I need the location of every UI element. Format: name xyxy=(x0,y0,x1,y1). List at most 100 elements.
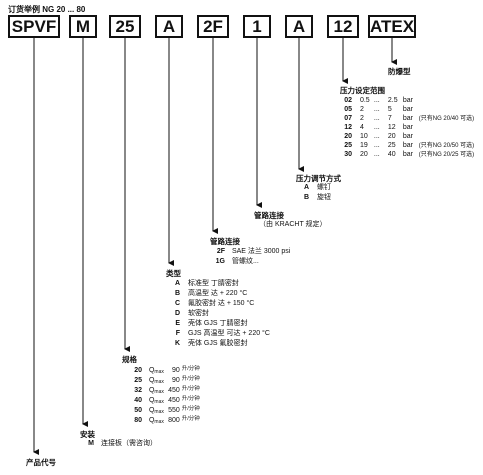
size-row: 25 Qmax 90 升/分钟 xyxy=(130,375,200,387)
pressure-range-row: 05 2 ... 5 bar xyxy=(340,105,419,114)
pressure-range-max: 40 xyxy=(387,151,396,158)
mounting-heading: 安装 xyxy=(80,430,95,439)
size-code: 40 xyxy=(134,397,142,404)
pressure-range-min: 2 xyxy=(359,106,364,113)
pipe-connection-kracht-note: （由 KRACHT 规定） xyxy=(259,221,327,228)
pressure-adjust-row: B 旋钮 xyxy=(301,193,331,202)
mounting-code: M xyxy=(88,440,94,447)
pressure-range-row: 12 4 ... 12 bar xyxy=(340,123,419,132)
size-unit: 升/分钟 xyxy=(181,396,200,402)
pressure-range-unit: bar xyxy=(402,115,413,122)
size-row: 40 Qmax 450 升/分钟 xyxy=(130,395,200,407)
pressure-range-note: (只有NG 20/25 可选) xyxy=(418,152,475,158)
type-desc: 氟胶密封 达 + 150 °C xyxy=(187,300,255,307)
pressure-range-max: 7 xyxy=(387,115,392,122)
type-row: K 壳体 GJS 氟胶密封 xyxy=(172,339,248,348)
pressure-range-unit: bar xyxy=(402,133,413,140)
size-row: 32 Qmax 450 升/分钟 xyxy=(130,385,200,397)
pressure-adjust-code: A xyxy=(303,184,309,191)
type-desc: 壳体 GJS 丁腈密封 xyxy=(187,320,248,327)
pressure-range-sep: ... xyxy=(373,133,380,140)
size-q-sub: max xyxy=(154,399,164,405)
pressure-range-heading: 压力设定范围 xyxy=(340,86,385,95)
type-row: B 高温型 达 + 220 °C xyxy=(172,289,247,298)
pipe-connection-desc: 管螺纹... xyxy=(231,258,259,265)
pressure-range-max: 5 xyxy=(387,106,392,113)
pipe-connection-heading: 管路连接 xyxy=(210,237,240,246)
type-row: F GJS 高温型 可达 + 220 °C xyxy=(172,329,270,338)
pressure-range-min: 0.5 xyxy=(359,97,370,104)
pressure-range-row: 07 2 ... 7 bar (只有NG 20/40 可选) xyxy=(340,114,474,124)
pressure-range-code: 02 xyxy=(344,97,352,104)
size-unit: 升/分钟 xyxy=(181,416,200,422)
type-row: A 标准型 丁腈密封 xyxy=(172,279,239,288)
page-title: 订货举例 NG 20 ... 80 xyxy=(8,5,86,14)
code-box-12: 12 xyxy=(327,15,359,38)
mounting-row: M 连接板（需咨询） xyxy=(86,439,157,448)
pressure-range-sep: ... xyxy=(373,97,380,104)
product-code-heading: 产品代号 xyxy=(26,458,56,467)
pipe-connection-code: 2F xyxy=(216,248,225,255)
size-value: 90 xyxy=(172,367,180,374)
pressure-range-unit: bar xyxy=(402,142,413,149)
size-row: 80 Qmax 800 升/分钟 xyxy=(130,415,200,427)
type-code: K xyxy=(174,340,180,347)
code-box-atex: ATEX xyxy=(368,15,416,38)
pressure-range-row: 02 0.5 ... 2.5 bar xyxy=(340,96,419,105)
code-box-2f: 2F xyxy=(197,15,229,38)
code-box-a2: A xyxy=(285,15,313,38)
type-code: F xyxy=(175,330,180,337)
pipe-connection-kracht-heading: 管路连接 xyxy=(254,211,284,220)
size-q-sub: max xyxy=(154,419,164,425)
type-code: E xyxy=(175,320,180,327)
type-desc: GJS 高温型 可达 + 220 °C xyxy=(187,330,270,337)
type-code: D xyxy=(174,310,180,317)
size-value: 550 xyxy=(168,407,180,414)
pressure-range-code: 30 xyxy=(344,151,352,158)
type-row: D 软密封 xyxy=(172,309,209,318)
type-heading: 类型 xyxy=(166,269,181,278)
pressure-range-sep: ... xyxy=(373,106,380,113)
size-code: 32 xyxy=(134,387,142,394)
type-desc: 标准型 丁腈密封 xyxy=(187,280,239,287)
pressure-range-unit: bar xyxy=(402,97,413,104)
type-code: C xyxy=(174,300,180,307)
pressure-range-sep: ... xyxy=(373,124,380,131)
pressure-range-max: 25 xyxy=(387,142,396,149)
pressure-range-min: 10 xyxy=(359,133,368,140)
size-q-sub: max xyxy=(154,369,164,375)
pipe-connection-code: 1G xyxy=(215,258,225,265)
size-unit: 升/分钟 xyxy=(181,366,200,372)
size-row: 20 Qmax 90 升/分钟 xyxy=(130,365,200,377)
size-code: 25 xyxy=(134,377,142,384)
size-q: Q xyxy=(148,397,155,404)
type-desc: 高温型 达 + 220 °C xyxy=(187,290,248,297)
type-code: A xyxy=(174,280,180,287)
pressure-range-sep: ... xyxy=(373,151,380,158)
pipe-connection-desc: SAE 法兰 3000 psi xyxy=(231,248,291,255)
pressure-adjust-row: A 螺钉 xyxy=(301,183,331,192)
size-value: 450 xyxy=(168,387,180,394)
size-q: Q xyxy=(148,387,155,394)
size-value: 800 xyxy=(168,417,180,424)
pressure-range-code: 20 xyxy=(344,133,352,140)
pressure-adjust-code: B xyxy=(303,194,309,201)
pressure-range-row: 25 19 ... 25 bar (只有NG 20/50 可选) xyxy=(340,141,474,151)
pressure-range-note: (只有NG 20/50 可选) xyxy=(418,143,475,149)
pressure-range-max: 2.5 xyxy=(387,97,398,104)
pressure-range-row: 20 10 ... 20 bar xyxy=(340,132,419,141)
code-box-a: A xyxy=(155,15,183,38)
size-heading: 规格 xyxy=(122,355,137,364)
pressure-range-max: 12 xyxy=(387,124,396,131)
type-code: B xyxy=(174,290,180,297)
size-q: Q xyxy=(148,367,155,374)
code-box-m: M xyxy=(69,15,97,38)
pressure-adjust-desc: 螺钉 xyxy=(316,184,331,191)
pressure-adjust-heading: 压力调节方式 xyxy=(296,174,341,183)
size-value: 450 xyxy=(168,397,180,404)
pipe-connection-row: 1G 管螺纹... xyxy=(211,257,259,266)
mounting-desc: 连接板（需咨询） xyxy=(100,440,157,447)
pressure-range-unit: bar xyxy=(402,151,413,158)
size-q-sub: max xyxy=(154,409,164,415)
pressure-range-note: (只有NG 20/40 可选) xyxy=(418,116,475,122)
